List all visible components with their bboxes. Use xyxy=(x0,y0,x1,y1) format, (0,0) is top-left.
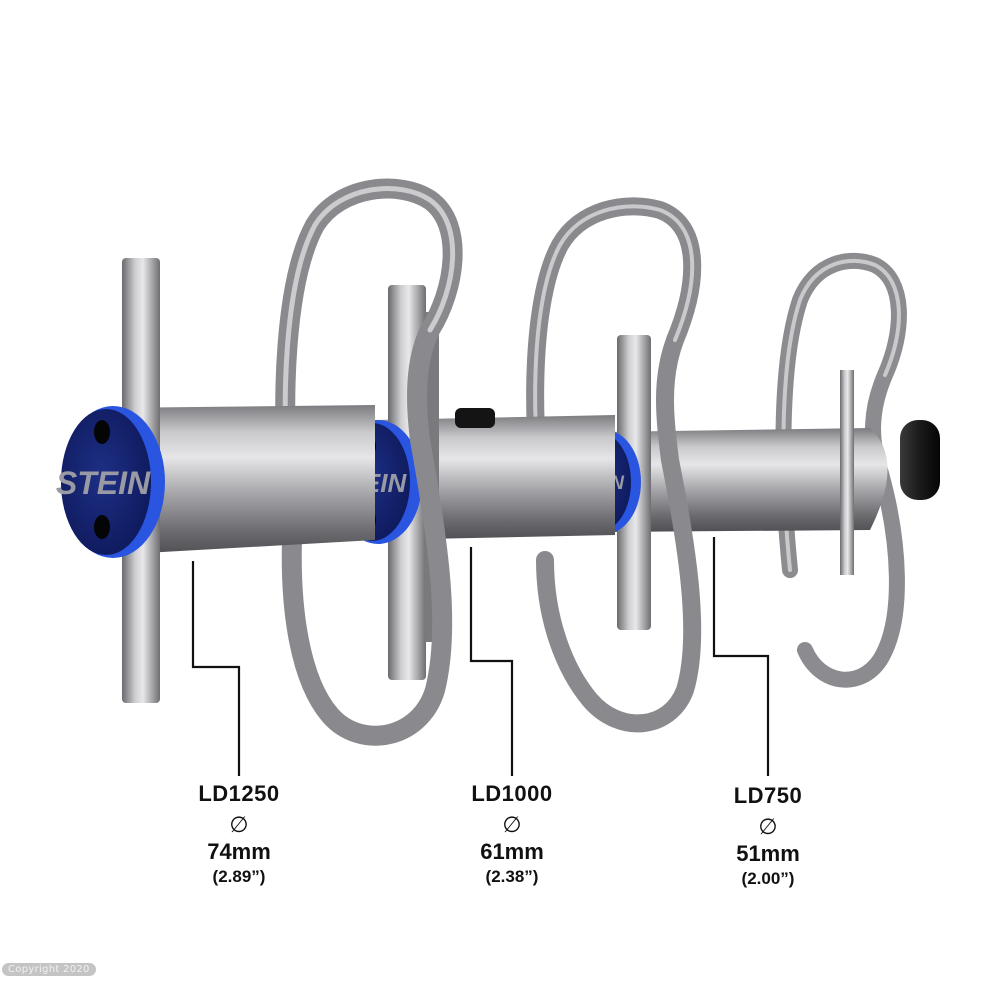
leader-lines xyxy=(191,537,770,776)
spec-label-ld1250: LD1250 ∅ 74mm (2.89”) xyxy=(139,781,339,887)
diameter-inches: (2.89”) xyxy=(212,867,266,886)
spec-label-ld750: LD750 ∅ 51mm (2.00”) xyxy=(668,783,868,889)
model-name: LD1000 xyxy=(471,781,553,806)
rubber-bumper-ld750 xyxy=(900,420,940,500)
leader-line-ld1000 xyxy=(469,547,514,776)
copyright-watermark: Copyright 2020 xyxy=(2,963,96,976)
diameter-mm: 51mm xyxy=(736,841,800,866)
tube-ld1250 xyxy=(110,405,375,555)
diameter-icon: ∅ xyxy=(502,812,522,837)
diameter-mm: 61mm xyxy=(480,839,544,864)
diameter-icon: ∅ xyxy=(758,814,778,839)
diameter-icon: ∅ xyxy=(229,812,249,837)
model-name: LD750 xyxy=(733,783,803,808)
brand-logo-ld1250: STEIN xyxy=(56,465,151,501)
unit-ld1250: STEIN xyxy=(56,178,463,746)
leader-line-ld1250 xyxy=(191,561,241,776)
leader-line-ld750 xyxy=(712,537,770,776)
spec-label-ld1000: LD1000 ∅ 61mm (2.38”) xyxy=(412,781,612,887)
model-name: LD1250 xyxy=(198,781,280,806)
cap-face-ld1250 xyxy=(61,409,151,555)
diameter-mm: 74mm xyxy=(207,839,271,864)
unit-ld750: STEIN xyxy=(568,252,940,688)
diameter-inches: (2.00”) xyxy=(741,869,795,888)
diameter-inches: (2.38”) xyxy=(485,867,539,886)
